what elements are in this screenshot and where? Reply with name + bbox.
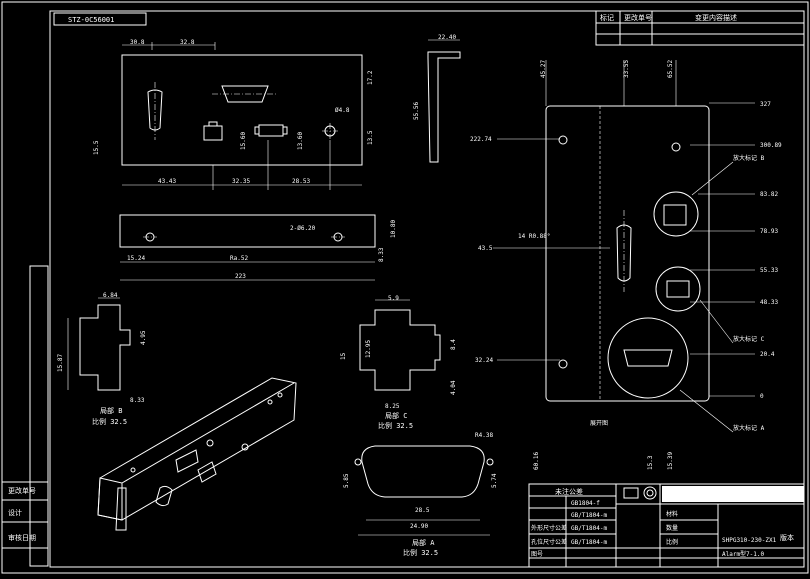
detail-c-d4: 8.4 xyxy=(450,339,457,350)
revision-docno-header: 更改单号 xyxy=(624,13,652,22)
detail-a: R4.38 5.85 28.5 24.90 5.74 局部 A 比例 32.5 xyxy=(343,432,498,557)
tolerance-label-4: 孔位尺寸公差 xyxy=(531,538,567,546)
right-h8: 0 xyxy=(760,393,764,400)
detail-c: 5.9 15 12.95 8.4 8.25 4.04 局部 C 比例 32.5 xyxy=(340,295,457,430)
detail-c-scale: 比例 32.5 xyxy=(378,421,413,430)
title-sheet: 版本 xyxy=(780,533,794,542)
tolerance-row-3: GB/T1804-m xyxy=(571,525,608,532)
detail-a-d4: 24.90 xyxy=(410,523,428,530)
side-dim-b: Ra.52 xyxy=(230,255,248,262)
detail-c-d2: 15 xyxy=(340,352,347,360)
right-l1: 222.74 xyxy=(470,136,492,143)
detail-b-label: 局部 B xyxy=(100,406,122,415)
detail-b: 6.84 15.87 4.95 8.33 局部 B 比例 32.5 xyxy=(57,292,147,426)
isometric-view xyxy=(97,377,297,531)
right-h4: 78.93 xyxy=(760,228,778,235)
right-h1: 327 xyxy=(760,101,771,108)
title-qty: 数量 xyxy=(666,524,678,532)
dim-top-7: 13.5 xyxy=(367,130,374,145)
left-strip: 更改单号 设计 审核日期 xyxy=(2,265,49,567)
dim-top-6: 15.5 xyxy=(93,140,100,155)
right-v1: 45.27 xyxy=(540,60,547,78)
tolerance-row-2: GB/T1804-m xyxy=(571,512,608,519)
dim-hole-dia: Ø4.8 xyxy=(335,107,350,114)
right-l3: 32.24 xyxy=(475,357,493,364)
tolerance-label-3: 外形尺寸公差 xyxy=(531,524,567,532)
right-v2: 33.55 xyxy=(623,60,630,78)
detail-b-scale: 比例 32.5 xyxy=(92,417,127,426)
title-scale: 比例 xyxy=(666,538,678,546)
drawing-code: STZ-0C56001 xyxy=(68,16,114,24)
dim-top-12: 28.53 xyxy=(292,178,310,185)
title-drawing-no: SHPG310-230-ZX1 xyxy=(722,537,777,544)
side-dim-d: 2-Ø6.20 xyxy=(290,225,316,232)
tolerance-title: 未注公差 xyxy=(555,487,583,496)
dim-top-13: 22.40 xyxy=(438,34,456,41)
title-block: 未注公差 GB1804-f GB/T1804-m 外形尺寸公差 GB/T1804… xyxy=(528,483,805,568)
detail-b-d1: 6.84 xyxy=(103,292,118,299)
callout-a: 放大标记 A xyxy=(733,424,765,432)
dim-top-8: 15.60 xyxy=(240,132,247,150)
side-view: 2-Ø6.20 15.24 Ra.52 223 10.80 8.33 xyxy=(119,214,397,281)
dim-top-4: 17.2 xyxy=(367,70,374,85)
detail-a-label: 局部 A xyxy=(412,538,435,547)
right-chamfer: 14 R0.88° xyxy=(518,233,551,240)
callout-c: 放大标记 C xyxy=(733,335,765,343)
left-strip-r1: 更改单号 xyxy=(8,486,36,495)
detail-a-d5: 5.74 xyxy=(491,473,498,488)
tolerance-row-4: GB/T1804-m xyxy=(571,539,608,546)
right-v3: 65.52 xyxy=(667,60,674,78)
front-view: 30.8 32.8 Ø4.8 17.2 13.5 15.5 15.60 13.6… xyxy=(93,39,374,190)
right-h7: 20.4 xyxy=(760,351,775,358)
revision-desc-header: 变更内容描述 xyxy=(695,13,737,22)
right-l2: 43.5 xyxy=(478,245,493,252)
detail-c-d1: 5.9 xyxy=(388,295,399,302)
right-h3: 83.82 xyxy=(760,191,778,198)
drawing-code-box: STZ-0C56001 xyxy=(53,12,147,26)
dim-top-1: 30.8 xyxy=(130,39,145,46)
detail-c-d6: 4.04 xyxy=(450,380,457,395)
dim-top-14: 55.56 xyxy=(413,102,420,120)
revision-mark-header: 标记 xyxy=(600,13,614,22)
detail-b-d2: 15.87 xyxy=(57,354,64,372)
right-h5: 55.33 xyxy=(760,267,778,274)
tolerance-row-1: GB1804-f xyxy=(571,500,600,507)
left-strip-r3: 审核日期 xyxy=(8,533,36,542)
detail-a-d3: 28.5 xyxy=(415,507,430,514)
detail-a-d1: R4.38 xyxy=(475,432,493,439)
dim-top-10: 43.43 xyxy=(158,178,176,185)
callout-b: 放大标记 B xyxy=(733,154,765,162)
face-label: 展开图 xyxy=(590,420,608,427)
right-h2: 300.89 xyxy=(760,142,782,149)
detail-b-d3: 4.95 xyxy=(140,330,147,345)
right-h6: 48.33 xyxy=(760,299,778,306)
right-bottom2: 15.3 xyxy=(647,455,654,470)
dim-top-9: 13.60 xyxy=(297,132,304,150)
left-strip-r2: 设计 xyxy=(8,508,22,517)
side-dim-a: 15.24 xyxy=(127,255,145,262)
right-bottom3: 15.39 xyxy=(667,452,674,470)
revision-table: 标记 更改单号 变更内容描述 xyxy=(595,10,805,46)
title-bottom-left: 图号 xyxy=(531,551,543,558)
side-profile: 22.40 55.56 xyxy=(413,34,461,163)
side-dim-e: 10.80 xyxy=(390,220,397,238)
dim-top-11: 32.35 xyxy=(232,178,250,185)
side-dim-f: 8.33 xyxy=(378,247,385,262)
title-material: 材料 xyxy=(666,510,678,518)
detail-c-label: 局部 C xyxy=(385,411,407,420)
flat-pattern: 45.27 33.55 65.52 60.16 15.3 15.39 327 3… xyxy=(470,60,782,470)
dim-top-2: 32.8 xyxy=(180,39,195,46)
inner-frame xyxy=(49,10,805,568)
right-bottom1: 60.16 xyxy=(533,452,540,470)
detail-a-scale: 比例 32.5 xyxy=(403,548,438,557)
detail-a-d2: 5.85 xyxy=(343,473,350,488)
detail-b-d4: 8.33 xyxy=(130,397,145,404)
detail-c-d3: 12.95 xyxy=(365,340,372,358)
title-part-name: Alarm型7-1.0 xyxy=(722,550,765,558)
detail-c-d5: 8.25 xyxy=(385,403,400,410)
side-dim-c: 223 xyxy=(235,273,246,280)
